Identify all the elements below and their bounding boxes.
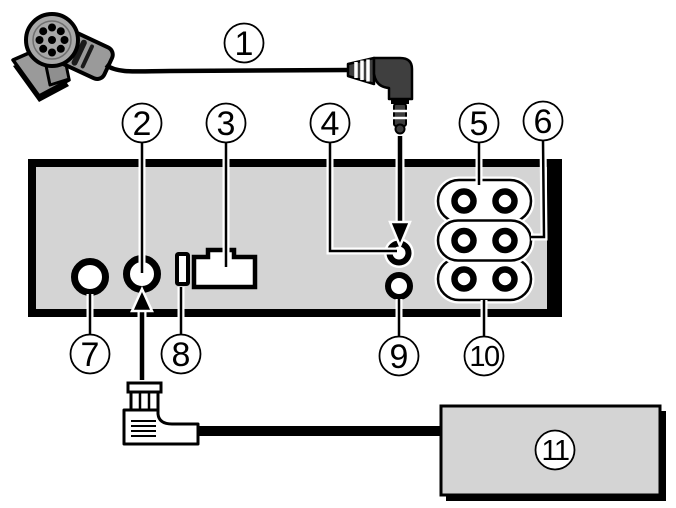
callout-10-circle <box>463 335 505 377</box>
callout-4: 4 <box>309 102 351 144</box>
callout-1: 1 <box>223 22 265 64</box>
usb-to-jack-arrow <box>130 285 154 380</box>
callouts: 1 2 3 4 5 6 7 8 <box>69 22 576 471</box>
callout-6-circle <box>522 100 564 142</box>
rca-jack <box>492 227 518 254</box>
rca-jack <box>492 188 518 214</box>
rca-jack-block <box>434 176 535 304</box>
plug-body <box>372 56 414 101</box>
callout-8-number: 8 <box>172 336 191 374</box>
callout-3-number: 3 <box>217 105 236 143</box>
plug-tip-ball <box>394 123 406 135</box>
callout-11-number: 11 <box>541 435 568 467</box>
mic-vent-slot <box>80 44 94 69</box>
callout-11-circle <box>534 429 576 471</box>
rca-jack <box>451 188 477 214</box>
callout-6-number: 6 <box>534 103 553 141</box>
rectangular-connector-port <box>191 247 258 290</box>
callout-9-circle <box>378 335 420 377</box>
rca-jack <box>492 266 518 292</box>
callout-9-number: 9 <box>390 338 409 376</box>
callout-2: 2 <box>121 102 163 144</box>
callout-7-number: 7 <box>81 336 100 374</box>
panel-right-edge <box>547 163 561 313</box>
callout-4-number: 4 <box>321 105 340 143</box>
callout-1-number: 1 <box>235 25 254 63</box>
rca-jack <box>451 266 477 292</box>
callout-10: 10 <box>463 335 505 377</box>
usb-plug <box>122 381 200 446</box>
plug-collar <box>391 99 409 104</box>
mic-grille-holes <box>35 23 69 57</box>
rear-panel <box>28 159 562 317</box>
arrowhead-up <box>130 285 154 313</box>
rca-jack <box>451 227 477 254</box>
plug-to-jack-arrow <box>388 136 412 250</box>
microphone-cable <box>104 63 351 74</box>
usb-plug-hatch <box>131 420 156 437</box>
callout-5-circle <box>458 102 500 144</box>
arrowhead-down <box>388 220 412 250</box>
callout-2-circle <box>121 102 163 144</box>
plug-tip <box>393 103 407 127</box>
leader-line-4 <box>328 142 397 253</box>
round-jack-left <box>71 258 109 296</box>
callout-9: 9 <box>378 335 420 377</box>
callout-4-circle <box>309 102 351 144</box>
leader-line-6 <box>531 139 546 239</box>
callout-7-circle <box>69 333 111 375</box>
mini-plug <box>346 56 414 135</box>
callout-7: 7 <box>69 333 111 375</box>
round-jack-lower <box>385 272 413 300</box>
callout-8: 8 <box>160 333 202 375</box>
callout-6: 6 <box>522 100 564 142</box>
microphone <box>11 12 115 102</box>
callout-5-number: 5 <box>470 105 489 143</box>
usb-plug-neck <box>129 390 160 412</box>
callout-3-circle <box>205 102 247 144</box>
callout-5: 5 <box>458 102 500 144</box>
callout-2-number: 2 <box>133 105 152 143</box>
callout-3: 3 <box>205 102 247 144</box>
callout-8-circle <box>160 333 202 375</box>
callout-11: 11 <box>534 429 576 471</box>
mic-vent-slot <box>71 39 87 66</box>
slot-connector <box>175 252 190 286</box>
callout-10-number: 10 <box>469 341 499 373</box>
mic-face-rim <box>32 20 72 60</box>
leader-lines <box>86 139 548 337</box>
callout-1-circle <box>223 22 265 64</box>
